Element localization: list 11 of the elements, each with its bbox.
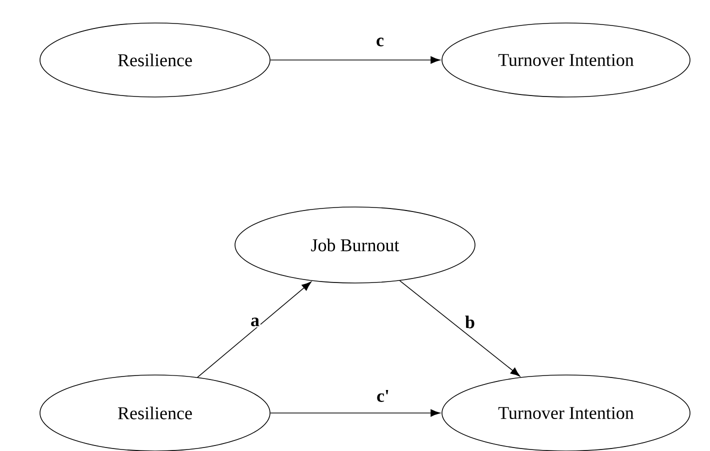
ellipse-node: Job Burnout — [234, 206, 476, 284]
arrow — [270, 409, 440, 417]
edge-label: b — [464, 314, 476, 330]
arrow — [399, 280, 520, 377]
ellipse-node: Resilience — [40, 22, 270, 98]
ellipse-node: Turnover Intention — [442, 22, 690, 98]
edge-label: c' — [376, 389, 390, 403]
arrow — [270, 56, 440, 64]
edge-label: c — [375, 36, 385, 48]
edge-label: a — [250, 316, 260, 328]
arrow — [197, 282, 312, 378]
